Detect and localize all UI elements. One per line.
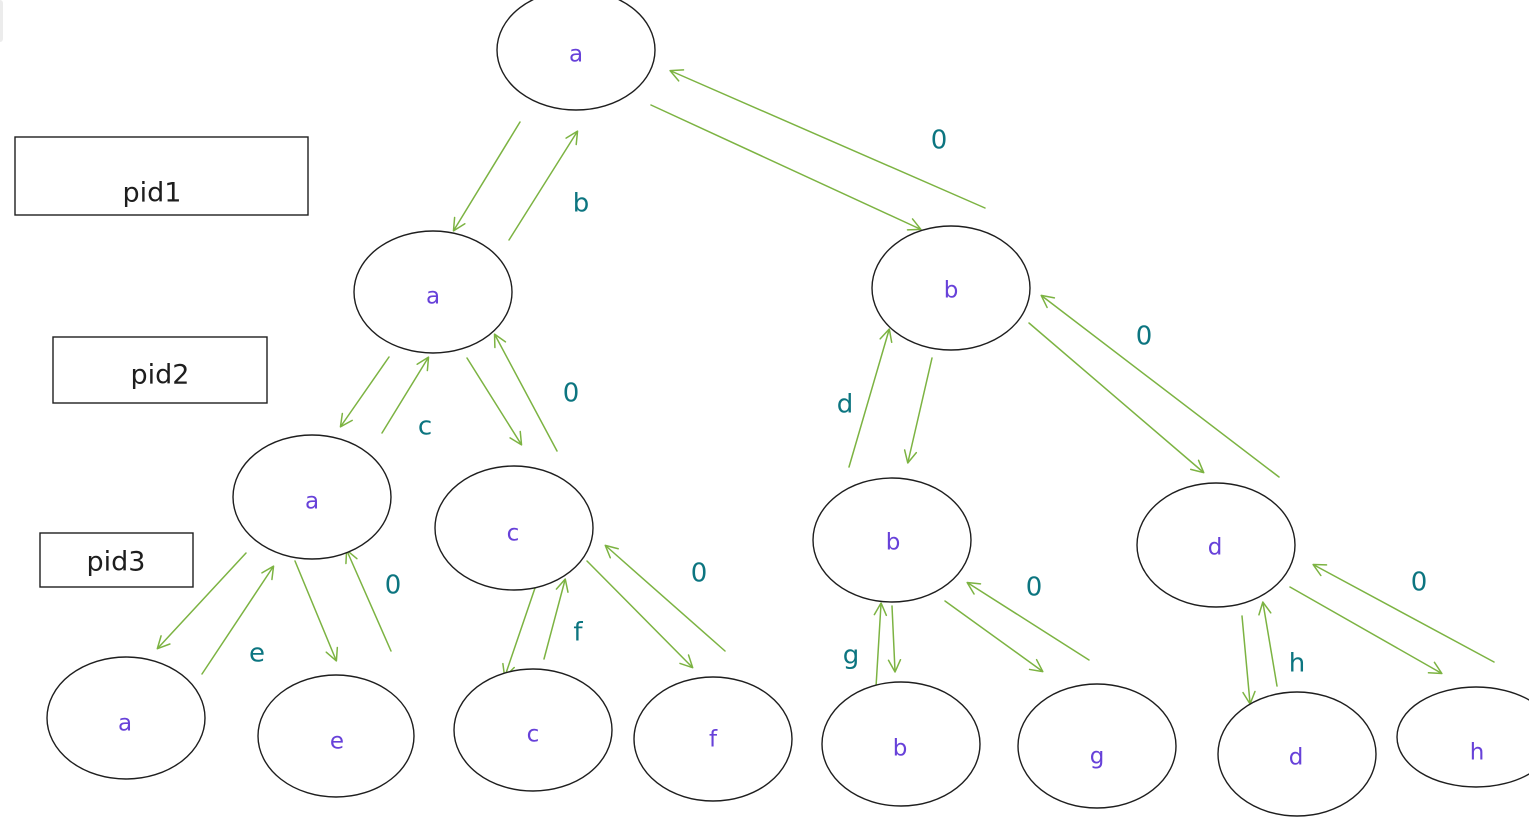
edge-arrow-up bbox=[966, 581, 1090, 661]
edge-l1b-l2d: 0 bbox=[1028, 294, 1280, 478]
level-box-pid3: pid3 bbox=[39, 532, 194, 588]
edge-l2a-l3e: 0 bbox=[294, 549, 402, 662]
edge-l2b-l3b: g bbox=[843, 602, 902, 688]
node-label: b bbox=[893, 736, 908, 762]
edge-arrow-down bbox=[944, 600, 1044, 673]
edge-label: 0 bbox=[563, 379, 580, 409]
node-label: h bbox=[1470, 740, 1485, 766]
edge-l2d-l3d: h bbox=[1241, 601, 1305, 705]
tree-node-l2a: a bbox=[232, 434, 392, 560]
node-label: g bbox=[1090, 744, 1105, 770]
edge-label: d bbox=[837, 390, 854, 420]
edge-l2a-l3a: e bbox=[156, 552, 275, 675]
edge-arrow-down bbox=[502, 587, 536, 678]
edge-label: c bbox=[418, 412, 432, 442]
node-label: c bbox=[527, 722, 540, 748]
edge-arrow-down bbox=[294, 560, 339, 662]
edge-label: 0 bbox=[931, 126, 948, 156]
edge-arrow-up bbox=[873, 602, 888, 688]
tree-node-l3g: g bbox=[1017, 683, 1177, 809]
level-label: pid3 bbox=[87, 547, 146, 578]
edge-arrow-up bbox=[1040, 294, 1280, 478]
edge-arrow-up bbox=[1258, 601, 1278, 687]
edge-label: 0 bbox=[1136, 322, 1153, 352]
tree-node-l1a: a bbox=[353, 230, 513, 354]
node-label: d bbox=[1289, 745, 1304, 771]
edge-arrow-up bbox=[493, 333, 558, 452]
edge-arrow-down bbox=[339, 356, 390, 428]
node-label: b bbox=[886, 530, 901, 556]
edge-arrow-up bbox=[381, 356, 430, 434]
edge-arrow-up bbox=[1312, 563, 1495, 663]
edge-l2b-l3g: 0 bbox=[944, 573, 1090, 673]
tree-node-l3e: e bbox=[257, 674, 415, 798]
edge-arrow-up bbox=[543, 578, 569, 660]
edge-l1a-l2c: 0 bbox=[466, 333, 580, 452]
edge-arrow-up bbox=[669, 69, 986, 209]
tree-node-l2d: d bbox=[1136, 482, 1296, 608]
tree-node-l3b: b bbox=[821, 681, 981, 807]
level-label: pid2 bbox=[131, 360, 190, 391]
tree-node-root: a bbox=[496, 0, 656, 111]
edge-l2c-l3f: 0 bbox=[586, 544, 726, 669]
edge-arrow-down bbox=[586, 560, 694, 669]
edge-label: 0 bbox=[1411, 568, 1428, 598]
edge-l2c-l3c: f bbox=[502, 578, 583, 678]
tree-node-l3d: d bbox=[1217, 691, 1377, 817]
edge-root-l1b: 0 bbox=[650, 69, 986, 231]
edge-arrow-down bbox=[1028, 322, 1205, 474]
edge-arrow-down bbox=[156, 552, 247, 650]
edge-label: 0 bbox=[1026, 573, 1043, 603]
tree-node-l3a: a bbox=[46, 656, 206, 780]
edge-arrow-up bbox=[508, 130, 579, 241]
edge-label: e bbox=[249, 639, 265, 669]
level-label: pid1 bbox=[123, 178, 182, 209]
node-label: a bbox=[305, 489, 319, 515]
edge-arrow-down bbox=[903, 357, 933, 464]
tree-node-l1b: b bbox=[871, 225, 1031, 351]
tree-node-l3f: f bbox=[633, 676, 793, 802]
tree-node-l2b: b bbox=[812, 477, 972, 603]
edge-arrow-down bbox=[1241, 615, 1256, 705]
edge-l1a-l2a: c bbox=[339, 356, 432, 442]
edge-label: h bbox=[1289, 649, 1305, 679]
edge-label: b bbox=[573, 189, 590, 219]
edge-arrow-down bbox=[452, 121, 521, 232]
tree-node-l2c: c bbox=[434, 465, 594, 591]
edge-arrow-up bbox=[604, 544, 726, 652]
node-label: b bbox=[944, 278, 959, 304]
edge-label: 0 bbox=[691, 559, 708, 589]
level-box-pid2: pid2 bbox=[52, 336, 268, 404]
node-label: a bbox=[118, 711, 132, 737]
scroll-edge-indicator bbox=[0, 0, 3, 42]
node-label: a bbox=[569, 42, 583, 68]
edge-label: f bbox=[573, 618, 583, 648]
node-label: a bbox=[426, 284, 440, 310]
tree-node-l3h: h bbox=[1396, 686, 1529, 788]
edge-arrow-up bbox=[201, 565, 275, 675]
node-label: f bbox=[709, 727, 718, 753]
edge-arrow-down bbox=[887, 605, 902, 673]
edge-arrow-down bbox=[1289, 586, 1443, 675]
edge-label: 0 bbox=[385, 571, 402, 601]
edge-arrow-down bbox=[466, 357, 523, 446]
edge-label: g bbox=[843, 641, 860, 671]
node-label: d bbox=[1208, 535, 1223, 561]
edge-arrow-up bbox=[848, 328, 893, 468]
edge-l1b-l2b: d bbox=[837, 328, 933, 468]
node-label: e bbox=[330, 729, 344, 755]
edge-l2d-l3h: 0 bbox=[1289, 563, 1495, 675]
edge-arrow-down bbox=[650, 104, 922, 231]
tree-node-l3c: c bbox=[453, 668, 613, 792]
edge-arrow-up bbox=[345, 549, 392, 652]
edge-root-l1a: b bbox=[452, 121, 590, 241]
node-label: c bbox=[507, 521, 520, 547]
level-box-pid1: pid1 bbox=[14, 136, 309, 216]
